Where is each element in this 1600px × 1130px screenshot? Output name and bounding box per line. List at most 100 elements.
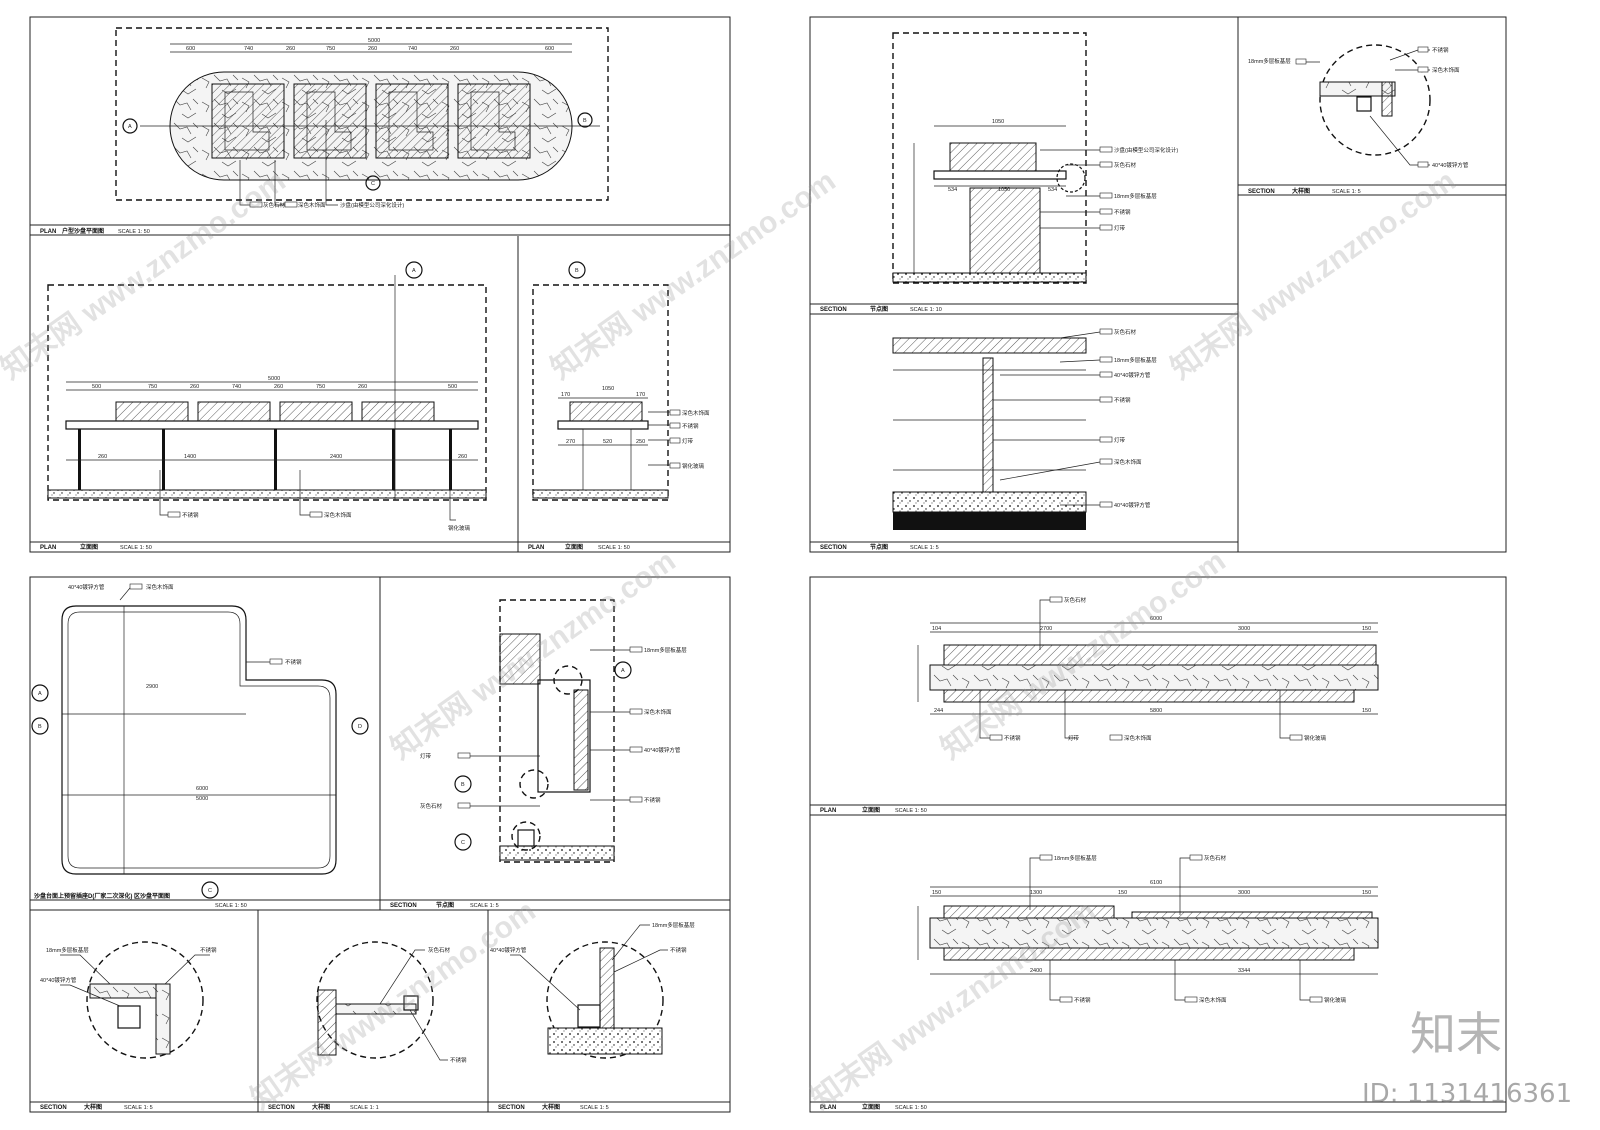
node-tag-7	[1099, 501, 1113, 508]
section-boundary	[892, 32, 1087, 284]
node-ground	[892, 491, 1087, 513]
plan-leader-2	[274, 160, 285, 206]
plan-callout-1: 灰色石材	[263, 201, 286, 209]
plan-block-2	[293, 83, 367, 159]
node2-view-title: 节点图	[436, 901, 454, 909]
detail-3-callout-2: 不锈钢	[450, 1056, 467, 1064]
detail-1-view-type: SECTION	[1248, 189, 1275, 195]
node2-tag-1	[629, 646, 643, 653]
node-view-title: 节点图	[870, 543, 888, 551]
detail-3-top	[335, 1003, 417, 1015]
elevation-leg-5	[449, 429, 452, 490]
side-tag-3	[669, 437, 681, 444]
sheet-4-frame	[809, 576, 1507, 1113]
section-mark-plan-left-label: A	[128, 124, 132, 130]
node-tag-5	[1099, 436, 1113, 443]
elev4b-marble	[929, 917, 1379, 949]
side-elevation-tabletop	[557, 420, 649, 430]
elevation-boundary	[47, 284, 487, 501]
node-leader-1	[1059, 331, 1101, 339]
elev4b-tag-2	[1189, 854, 1203, 861]
elev4b-tag-4	[1184, 996, 1198, 1003]
section-view-scale: SCALE 1: 10	[910, 307, 942, 313]
section-mark-plan-bottom	[365, 175, 381, 191]
big-plan-dim-2: 5000	[196, 796, 208, 802]
node2-callout-6: 灰色石材	[420, 802, 443, 810]
node-tag-1	[1099, 328, 1113, 335]
side-tag-1	[669, 409, 681, 416]
elev4b-view-type: PLAN	[820, 1105, 836, 1111]
elev4a-tag-4	[1289, 734, 1303, 741]
section-dim-m3: 534	[1048, 187, 1057, 193]
detail-2-callout-1: 18mm多层板基层	[46, 946, 89, 954]
node2-callout-3: 40*40镀锌方管	[644, 746, 681, 754]
elev-dim-b3: 2400	[330, 454, 342, 460]
watermark-text-1: 知末网 www.znzmo.com	[0, 164, 292, 385]
section-mark-node2-c	[454, 833, 472, 851]
elev4a-view-type: PLAN	[820, 808, 836, 814]
node-top-slab	[892, 337, 1087, 354]
elev4a-dim-1: 104	[932, 626, 941, 632]
node2-detail-b	[519, 769, 549, 799]
detail-circle-1	[1319, 44, 1431, 156]
node-callout-3: 40*40镀锌方管	[1114, 371, 1151, 379]
node2-detail-a	[553, 665, 583, 695]
elev-dim-8: 500	[448, 384, 457, 390]
elev4a-leader-3	[1064, 690, 1075, 739]
elevation-callout-2: 深色木饰面	[324, 511, 352, 519]
elev4b-dim-b1: 2400	[1030, 968, 1042, 974]
section-callout-4: 不锈钢	[1114, 208, 1131, 216]
elevation-callout-1: 不锈钢	[182, 511, 199, 519]
side-tag-2	[669, 422, 681, 429]
plan-tag-2	[284, 201, 298, 208]
big-plan-callout-3: 不锈钢	[285, 658, 302, 666]
detail-2-view-type: SECTION	[40, 1105, 67, 1111]
node-callout-1: 灰色石材	[1114, 328, 1137, 336]
elevation-view-title: 立面图	[80, 543, 98, 551]
plan-boundary	[115, 27, 609, 201]
elev4b-dim-b2: 3344	[1238, 968, 1250, 974]
node2-tag-3	[629, 746, 643, 753]
elev4a-dim-4: 150	[1362, 626, 1371, 632]
elev4a-marble	[929, 664, 1379, 691]
elevation-leg-2	[162, 429, 165, 490]
detail-3-view-title: 大样图	[312, 1103, 330, 1111]
detail-1-tube	[1356, 96, 1372, 112]
section-mark-elevation-label: A	[412, 268, 416, 274]
section-mark-big-left	[31, 684, 49, 702]
node-callout-2: 18mm多层板基层	[1114, 356, 1157, 364]
plan-view-title: 户型沙盘平面图	[62, 227, 104, 235]
elev4a-leader-1	[1039, 599, 1050, 650]
section-mark-plan-right	[577, 112, 593, 128]
elev4b-view-scale: SCALE 1: 50	[895, 1105, 927, 1111]
section-tabletop	[933, 170, 1067, 180]
detail-4-leader-1	[611, 924, 650, 961]
elev-dim-2: 750	[148, 384, 157, 390]
section-model	[949, 142, 1037, 172]
elev4b-view-title: 立面图	[862, 1103, 880, 1111]
node2-ground	[499, 845, 615, 861]
side-dim-1: 170	[561, 392, 570, 398]
elev4b-leader-5	[1299, 960, 1310, 1001]
watermark-text-6: 知末网 www.znzmo.com	[245, 894, 542, 1115]
sheet-1-frame	[29, 16, 731, 553]
section-tag-5	[1099, 224, 1113, 231]
section-mark-big-right-label: D	[358, 724, 362, 730]
node2-callout-4: 不锈钢	[644, 796, 661, 804]
sheet-2: 1050 534 1050 534 沙盘(由模型公司深化设计) 灰色石材 18m…	[809, 16, 1507, 553]
elev4a-base	[943, 689, 1355, 703]
detail-4-callout-2: 不锈钢	[670, 946, 687, 954]
detail-3-leader-2	[409, 1009, 448, 1061]
sheet-2-frame	[809, 16, 1507, 553]
node2-tag-2	[629, 708, 643, 715]
detail-1-tag-2	[1417, 46, 1429, 53]
section-callout-3: 18mm多层板基层	[1114, 192, 1157, 200]
elev4a-callout-5: 钢化玻璃	[1304, 734, 1327, 742]
sheet-3: A B C D 2900 5000 6000 40*40镀锌方管 深色木饰面 不…	[29, 576, 731, 1113]
side-dim-2: 1050	[602, 386, 614, 392]
node-leader-2	[1059, 359, 1101, 363]
elev4b-leader-2	[1179, 857, 1190, 915]
node-callout-6: 深色木饰面	[1114, 458, 1142, 466]
node-tag-4	[1099, 396, 1113, 403]
